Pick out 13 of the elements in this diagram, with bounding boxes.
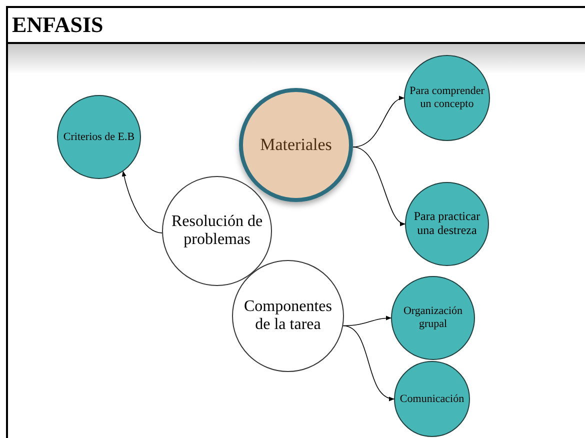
concept-label: Resolución de problemas [170, 212, 264, 250]
title: ENFASIS [12, 14, 104, 36]
concept-label: Para practicar una destreza [412, 210, 482, 238]
concept-label: Componentes de la tarea [243, 298, 333, 334]
concept-label: Comunicación [398, 392, 466, 406]
concept-label: Criterios de E.B [62, 130, 136, 144]
arrow [352, 146, 406, 225]
concept-label: Materiales [259, 135, 333, 155]
arrow [342, 325, 395, 400]
arrow [352, 96, 405, 148]
concept-label: Para comprender un concepto [408, 85, 486, 111]
arrow [122, 170, 162, 234]
concept-label: Organización grupal [402, 305, 464, 331]
